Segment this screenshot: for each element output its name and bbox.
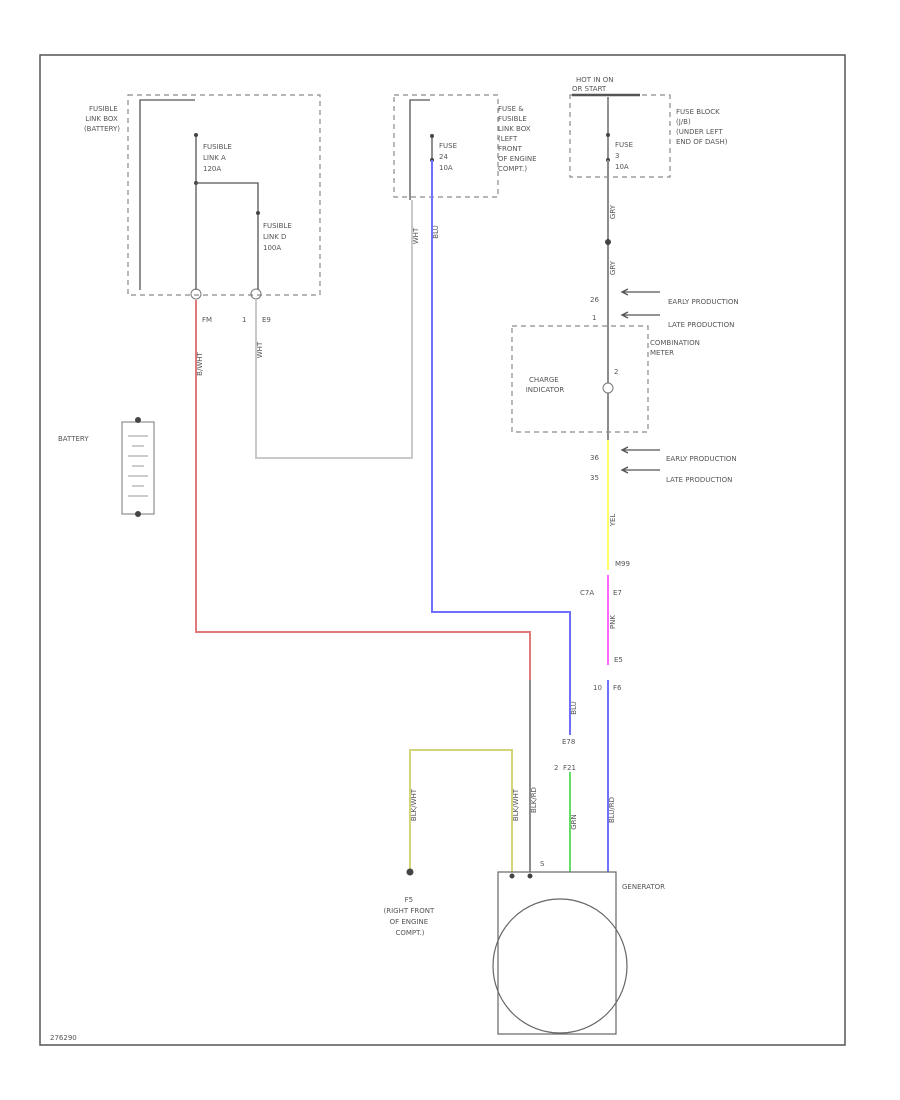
fusible-link-a-node	[194, 133, 198, 137]
fusible-link-box-label: FUSIBLE LINK BOX (BATTERY)	[84, 105, 120, 133]
late-production-label-bottom: LATE PRODUCTION	[666, 476, 732, 484]
generator-symbol	[492, 898, 628, 1034]
wire-label-yellow: YEL	[609, 514, 617, 528]
battery-cells	[128, 435, 148, 497]
wire-olive	[409, 749, 513, 876]
wire-red	[195, 300, 531, 680]
connector-e5-label: E5	[614, 656, 623, 664]
early-production-arrow-top	[620, 288, 660, 296]
hot-in-on-label: HOT IN ON OR START	[572, 76, 616, 93]
connector-f21-pin: 2	[554, 764, 558, 772]
early-production-label-top: EARLY PRODUCTION	[668, 298, 739, 306]
charge-indicator-label: CHARGE INDICATOR	[526, 376, 565, 394]
charge-indicator-lamp-icon	[602, 382, 614, 394]
connector-f21-label: F21	[563, 764, 576, 772]
wire-label-pink: PNK	[609, 615, 617, 629]
diagram-border	[39, 54, 846, 1046]
generator-box	[497, 871, 617, 1035]
battery-positive-post	[135, 417, 141, 423]
combination-meter-box	[511, 325, 649, 433]
late-production-arrow-top	[620, 311, 660, 319]
generator-label: GENERATOR	[622, 883, 665, 891]
fusible-link-a-label: FUSIBLE LINK A 120A	[203, 143, 234, 173]
splice-node	[605, 239, 611, 245]
fusible-link-busbar	[139, 99, 195, 290]
wire-label-blue-lower: BLU	[570, 701, 578, 714]
generator-terminal-2	[527, 873, 533, 879]
connector-f6-label: F6	[613, 684, 622, 692]
fusible-link-box	[127, 94, 321, 296]
wire-label-blue-generator: BLU/RD	[608, 797, 616, 823]
connector-1-label: 1	[592, 314, 596, 322]
terminal-1-label: 1	[242, 316, 246, 324]
fusible-link-d-node	[256, 211, 260, 215]
wire-label-gray-mid: GRY	[609, 260, 617, 275]
battery-label: BATTERY	[58, 435, 89, 443]
fuse-and-link-box-label: FUSE & FUSIBLE LINK BOX (LEFT FRONT OF E…	[498, 105, 539, 173]
charge-indicator-pin: 2	[614, 368, 618, 376]
connector-c7a-label: C7A	[580, 589, 594, 597]
connector-m99-label: M99	[615, 560, 630, 568]
fuse-block-label: FUSE BLOCK (J/B) (UNDER LEFT END OF DASH…	[676, 108, 728, 146]
terminal-e9-label: E9	[262, 316, 271, 324]
fusible-link-d-label: FUSIBLE LINK D 100A	[263, 222, 294, 252]
wire-label-gray-top: GRY	[609, 204, 617, 219]
wire-white	[255, 200, 413, 459]
generator-terminal-1	[509, 873, 515, 879]
ground-f5-label: F5 (RIGHT FRONT OF ENGINE COMPT.)	[384, 896, 437, 937]
wire-label-white-upper: WHT	[412, 227, 420, 244]
wire-label-white: WHT	[256, 341, 264, 358]
diagram-code: 276290	[50, 1034, 77, 1042]
link-a-to-d-wire	[196, 182, 259, 213]
fuse-3-node-top	[606, 133, 610, 137]
wire-label-green: GRN	[570, 814, 578, 830]
wire-label-red: B/WHT	[196, 351, 204, 375]
connector-36-label: 36	[590, 454, 599, 462]
early-production-label-bottom: EARLY PRODUCTION	[666, 455, 737, 463]
terminal-fm-label: FM	[202, 316, 212, 324]
fuse-3-label: FUSE 3 10A	[615, 141, 635, 171]
wire-label-gray-right: BLK/RD	[530, 787, 538, 813]
ground-f5-node	[406, 868, 414, 876]
terminal-fm-circle	[190, 288, 202, 300]
fuse-24-label: FUSE 24 10A	[439, 142, 459, 172]
combination-meter-label: COMBINATION METER	[650, 339, 702, 357]
fuse-24-node-top	[430, 134, 434, 138]
early-production-arrow-bottom	[620, 446, 660, 454]
battery-negative-post	[135, 511, 141, 517]
wire-label-olive-left: BLK/WHT	[410, 788, 418, 821]
terminal-e9-circle	[250, 288, 262, 300]
wire-blue	[431, 160, 571, 735]
connector-e78-label: E78	[562, 738, 575, 746]
generator-pin-label: S	[540, 860, 545, 868]
late-production-arrow-bottom	[620, 466, 660, 474]
connector-f6-pin: 10	[593, 684, 602, 692]
wire-label-olive-right: BLK/WHT	[512, 788, 520, 821]
connector-26-label: 26	[590, 296, 599, 304]
fuse-24-busbar	[409, 99, 430, 200]
fuse-link-box-left	[393, 94, 499, 198]
late-production-label-top: LATE PRODUCTION	[668, 321, 734, 329]
connector-e7-label: E7	[613, 589, 622, 597]
wire-label-blue-upper: BLU	[432, 225, 440, 238]
connector-35-label: 35	[590, 474, 599, 482]
